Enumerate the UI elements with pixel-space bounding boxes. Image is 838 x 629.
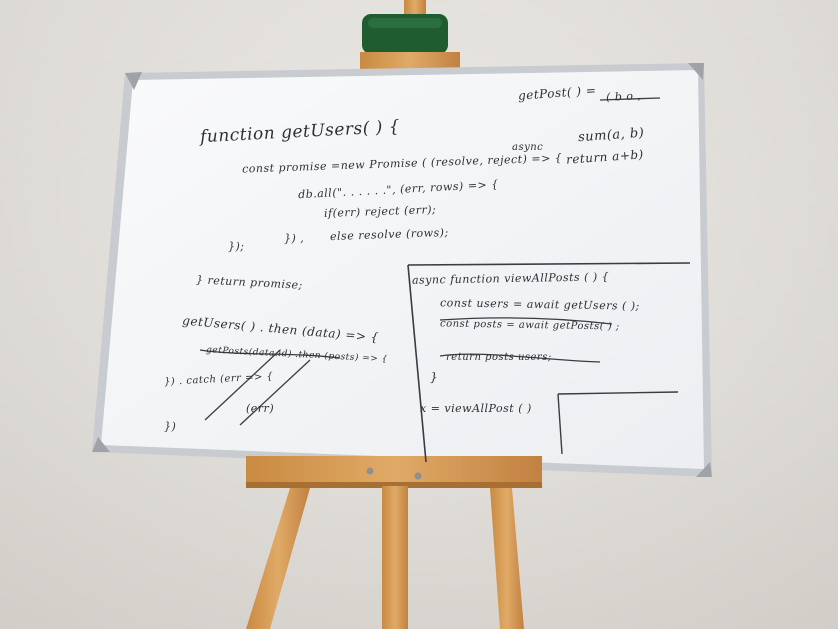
crossout-2 <box>439 353 601 363</box>
promise-line-4: (err) <box>246 402 275 415</box>
easel-leg-left <box>246 488 310 629</box>
box-left-edge <box>407 264 427 463</box>
crossout-3 <box>199 349 341 359</box>
corner-cap-br <box>696 462 712 477</box>
inner-box <box>557 391 679 395</box>
easel-crossbar-shadow <box>246 482 542 488</box>
corner-cap-tl <box>125 72 142 90</box>
crossbar-bolt-right <box>414 472 422 480</box>
box-line-4: return posts users; <box>446 352 552 363</box>
inner-box-edge <box>557 393 563 455</box>
crossout-1 <box>439 317 613 325</box>
arrow-line <box>599 97 661 101</box>
code-line-7: }); <box>228 240 245 253</box>
easel-crossbar <box>246 456 542 486</box>
box-line-5: } <box>430 370 439 384</box>
box-outline <box>407 262 691 266</box>
corner-cap-tr <box>688 63 704 80</box>
corner-cap-bl <box>92 437 110 452</box>
right-code-async: async <box>512 142 544 153</box>
promise-line-5: }) <box>164 420 177 433</box>
eraser-highlight <box>368 18 442 28</box>
code-line-6: }) , <box>284 232 305 245</box>
crossbar-bolt-left <box>366 467 374 475</box>
slash-right <box>239 359 311 426</box>
board-surface <box>101 70 704 469</box>
box-line-6: x = viewAllPost ( ) <box>420 402 532 415</box>
slash-left <box>204 349 281 421</box>
easel-leg-center <box>382 486 408 629</box>
top-right-note-tail: ( b o , <box>605 89 642 104</box>
easel-leg-right <box>490 488 524 629</box>
